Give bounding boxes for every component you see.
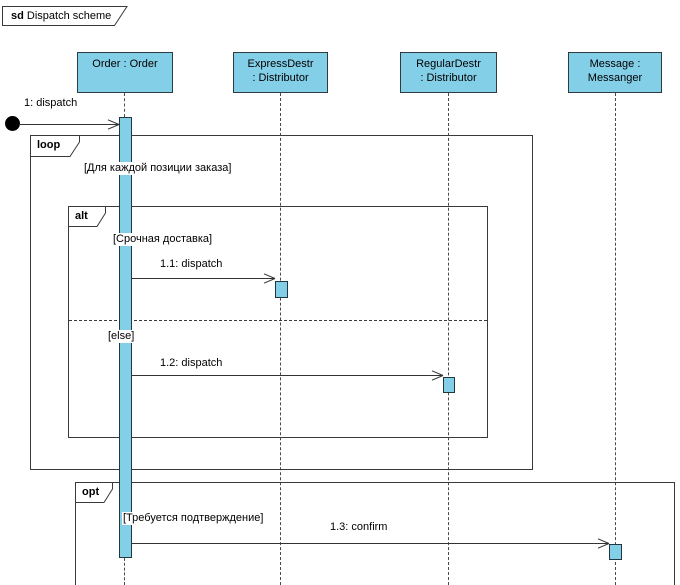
lifeline-line-order-bottom[interactable]: [124, 558, 125, 585]
message-label-1: 1: dispatch: [24, 97, 78, 109]
diagram-frame-tag: sd Dispatch scheme: [2, 6, 128, 26]
lifeline-head-regulardestr[interactable]: RegularDestr : Distributor: [400, 52, 497, 93]
diagram-title: sd Dispatch scheme: [11, 9, 111, 23]
lifeline-name: ExpressDestr: [247, 58, 314, 70]
activation-expressdestr[interactable]: [275, 281, 288, 298]
lifeline-head-expressdestr[interactable]: ExpressDestr : Distributor: [233, 52, 328, 93]
loop-operator-label: loop: [30, 135, 80, 157]
message-arrow-1[interactable]: [19, 119, 120, 130]
lifeline-name: RegularDestr: [416, 58, 481, 70]
open-arrowhead: [107, 119, 120, 125]
activation-regulardestr[interactable]: [443, 377, 455, 393]
lifeline-line-regulardestr[interactable]: [448, 93, 449, 585]
message-label-1-1: 1.1: dispatch: [160, 258, 223, 270]
lifeline-name-line2: Messanger: [587, 72, 643, 84]
loop-operator-text: loop: [37, 139, 61, 151]
fragment-loop[interactable]: [30, 135, 533, 470]
fragment-alt[interactable]: [68, 206, 488, 438]
pentagon-shape: [30, 135, 80, 157]
fragment-opt[interactable]: [75, 482, 675, 585]
message-arrow-1-1[interactable]: [132, 273, 276, 284]
lifeline-line-expressdestr[interactable]: [280, 93, 281, 585]
frame-tag-outline: [2, 6, 128, 26]
alt-guard-urgent: [Срочная доставка]: [112, 233, 214, 246]
diagram-title-name: Dispatch scheme: [26, 10, 112, 22]
lifeline-head-message[interactable]: Message : Messanger: [568, 52, 662, 93]
pentagon-shape: [75, 482, 113, 503]
lifeline-name-line2: : Distributor: [252, 72, 309, 84]
alt-operator-text: alt: [75, 210, 88, 222]
activation-message[interactable]: [609, 544, 622, 560]
pentagon-shape: [68, 206, 106, 227]
found-message-circle[interactable]: [5, 116, 20, 131]
diagram-title-keyword: sd: [11, 10, 24, 22]
opt-operator-text: opt: [82, 486, 100, 498]
alt-guard-else: [else]: [107, 330, 136, 343]
message-arrow-1-3[interactable]: [132, 538, 610, 549]
lifeline-name: Order : Order: [92, 58, 158, 70]
opt-guard: [Требуется подтверждение]: [122, 512, 265, 525]
message-label-1-2: 1.2: dispatch: [160, 357, 223, 369]
message-label-1-3: 1.3: confirm: [330, 521, 388, 533]
lifeline-line-message[interactable]: [615, 93, 616, 585]
opt-operator-label: opt: [75, 482, 113, 503]
lifeline-name-line2: : Distributor: [420, 72, 477, 84]
alt-operator-label: alt: [68, 206, 106, 227]
lifeline-head-order[interactable]: Order : Order: [77, 52, 173, 93]
lifeline-line-order-top[interactable]: [124, 93, 125, 117]
lifeline-name: Message :: [589, 58, 641, 70]
alt-operand-divider: [69, 320, 487, 321]
message-arrow-1-2[interactable]: [132, 370, 444, 381]
open-arrowhead: [107, 124, 120, 130]
loop-guard: [Для каждой позиции заказа]: [83, 162, 233, 175]
